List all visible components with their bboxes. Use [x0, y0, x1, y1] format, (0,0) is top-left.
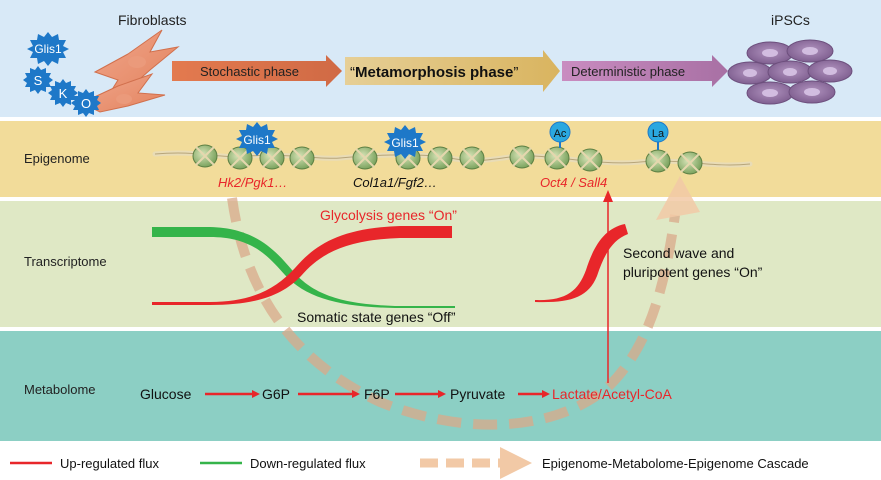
- gene-label-hk2: Hk2/Pgk1…: [218, 175, 287, 190]
- svg-text:K: K: [59, 86, 68, 101]
- metabolite-glucose: Glucose: [140, 386, 192, 402]
- cascade-arrow-path: [227, 197, 680, 430]
- fibroblast-cells-icon: [87, 29, 180, 113]
- legend-down-label: Down-regulated flux: [250, 456, 366, 471]
- row-label-metabolome: Metabolome: [24, 382, 96, 397]
- second-wave-label-2: pluripotent genes “On”: [623, 264, 763, 280]
- stochastic-phase-arrow: Stochastic phase: [172, 55, 342, 87]
- glis1-factor-icon: Glis1: [27, 32, 69, 66]
- glycolysis-genes-up-curve: [152, 226, 452, 305]
- svg-text:Deterministic phase: Deterministic phase: [571, 64, 685, 79]
- deterministic-phase-arrow: Deterministic phase: [562, 55, 728, 87]
- ipsc-cluster-icon: [727, 39, 853, 105]
- cascade-arrowhead: [656, 176, 700, 220]
- metabolite-pyruvate: Pyruvate: [450, 386, 505, 402]
- klf4-factor-icon: K: [48, 79, 78, 107]
- metabolic-flux-arrows: [205, 390, 550, 398]
- gene-label-col1a1: Col1a1/Fgf2…: [353, 175, 437, 190]
- nucleosome-group-3: [509, 145, 703, 175]
- glycolysis-on-label: Glycolysis genes “On”: [320, 207, 457, 223]
- somatic-off-label: Somatic state genes “Off”: [297, 309, 456, 325]
- svg-text:Glis1: Glis1: [391, 136, 419, 150]
- legend-cascade-arrow-icon: [420, 447, 532, 479]
- row-label-transcriptome: Transcriptome: [24, 254, 107, 269]
- second-wave-label-1: Second wave and: [623, 245, 734, 261]
- svg-text:S: S: [34, 73, 43, 88]
- svg-text:La: La: [652, 128, 665, 140]
- svg-text:O: O: [81, 96, 91, 111]
- svg-text:Ac: Ac: [554, 128, 567, 140]
- oct4-factor-icon: O: [71, 89, 101, 117]
- legend-band: [0, 441, 881, 480]
- sox2-factor-icon: S: [23, 66, 53, 94]
- metabolite-f6p: F6P: [364, 386, 390, 402]
- metabolite-lactate: Lactate/Acetyl-CoA: [552, 386, 672, 402]
- legend-up-label: Up-regulated flux: [60, 456, 159, 471]
- fibroblasts-label: Fibroblasts: [118, 12, 186, 28]
- glis1-chromatin-icon-a: Glis1: [236, 122, 278, 156]
- somatic-genes-down-curve: [152, 227, 455, 308]
- gene-label-oct4: Oct4 / Sall4: [540, 175, 607, 190]
- acetylation-mark-icon: Ac: [549, 121, 571, 148]
- second-wave-up-curve: [535, 224, 628, 303]
- metabolite-g6p: G6P: [262, 386, 290, 402]
- svg-text:“Metamorphosis phase”: “Metamorphosis phase”: [350, 64, 518, 81]
- lactylation-mark-icon: La: [647, 121, 669, 150]
- ipscs-label: iPSCs: [771, 12, 810, 28]
- svg-text:Glis1: Glis1: [243, 133, 271, 147]
- svg-text:Stochastic phase: Stochastic phase: [200, 64, 299, 79]
- glis1-chromatin-icon-b: Glis1: [384, 125, 426, 159]
- row-label-epigenome: Epigenome: [24, 151, 90, 166]
- legend-cascade-label: Epigenome-Metabolome-Epigenome Cascade: [542, 456, 809, 471]
- svg-text:Glis1: Glis1: [34, 42, 62, 56]
- metamorphosis-phase-arrow: “Metamorphosis phase”: [345, 50, 560, 92]
